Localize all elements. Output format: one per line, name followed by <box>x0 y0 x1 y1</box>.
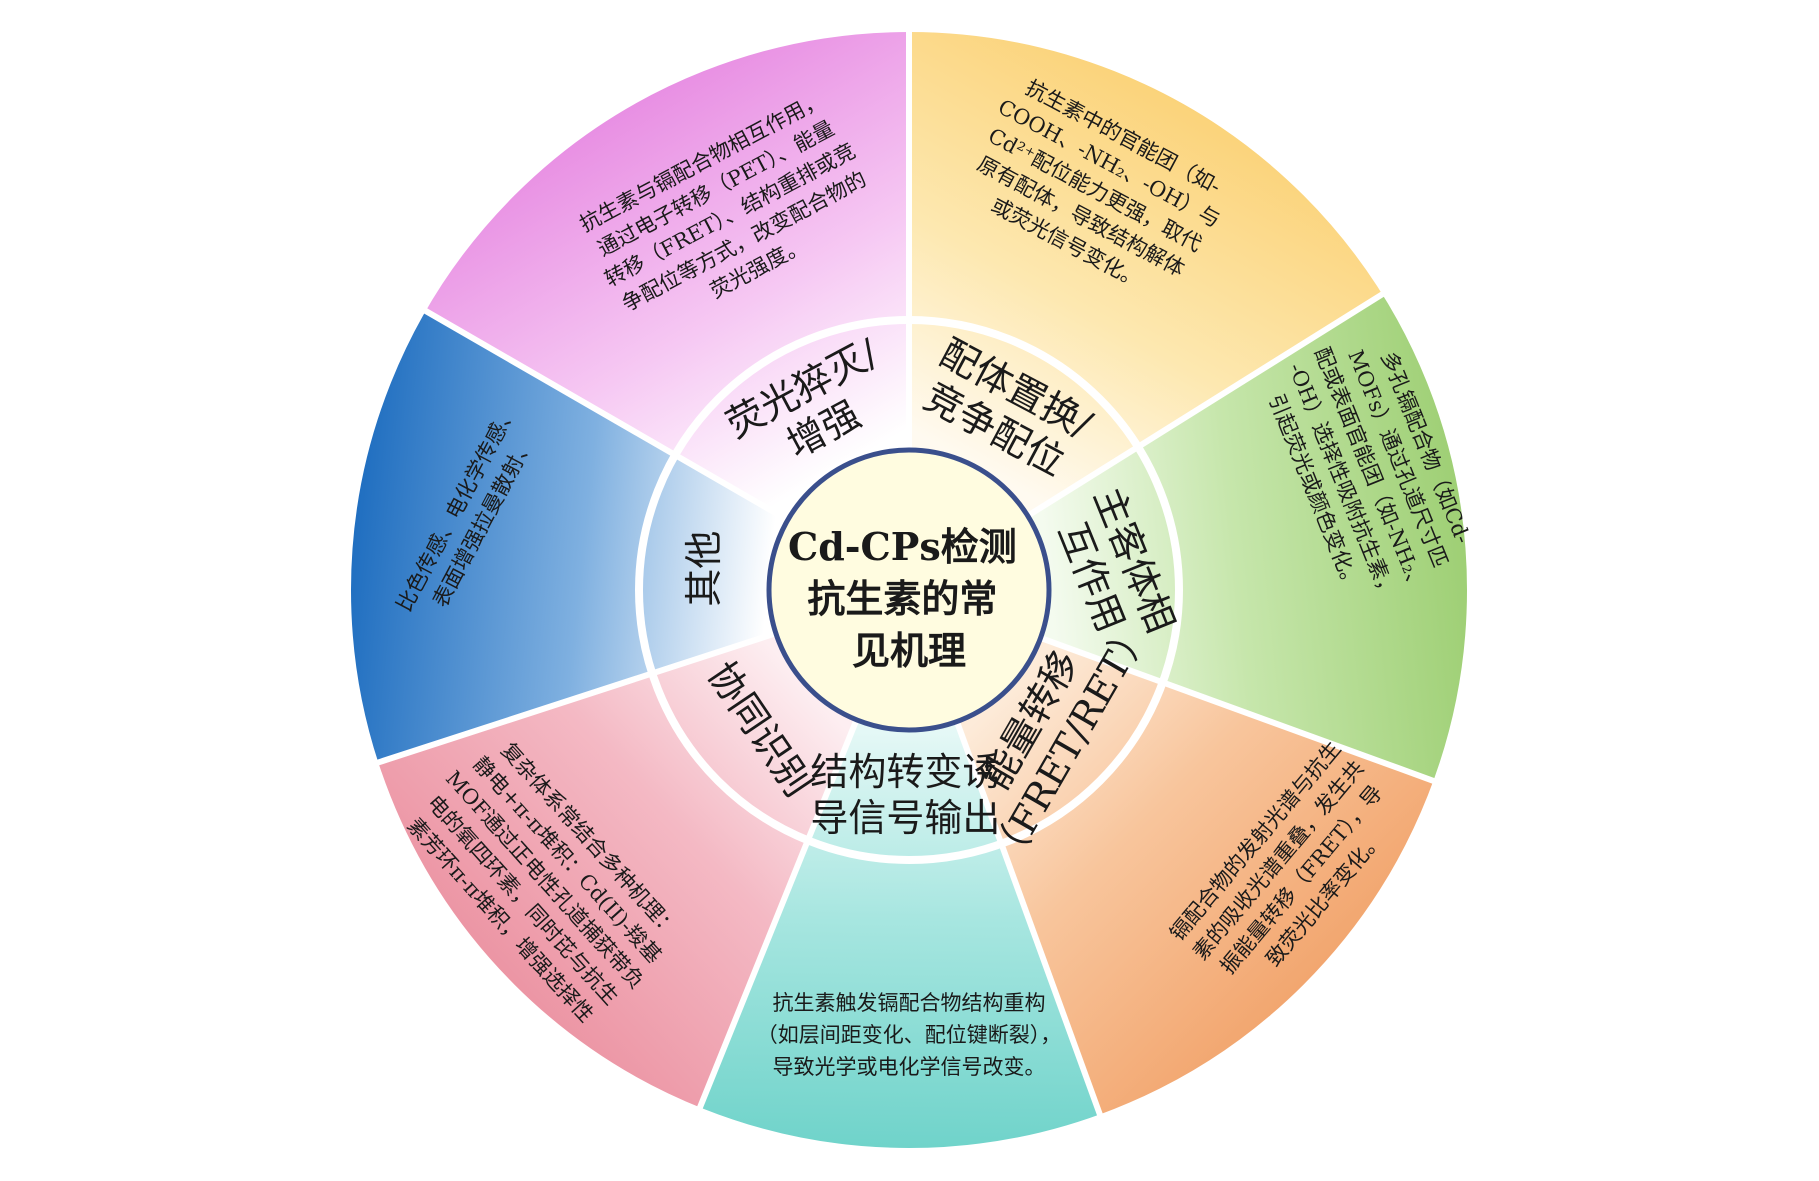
outer-sector-energy <box>1001 682 1436 1117</box>
separator-line <box>375 630 777 766</box>
separator-line <box>954 720 1104 1118</box>
inner-sector-structure <box>807 719 1002 860</box>
mechanism-line: 结构转变诱 <box>810 750 1000 794</box>
outer-sector-other <box>348 310 676 764</box>
center-title: Cd-CPs检测 抗生素的常 见机理 <box>788 524 1030 673</box>
separator-line <box>1026 290 1386 519</box>
center-line-2: 抗生素的常 <box>807 576 997 621</box>
separator-line <box>1039 635 1437 785</box>
description-structure: 抗生素触发镉配合物结构重构 （如层间距变化、配位键断裂）， 导致光学或电化学信号改变… <box>757 991 1062 1079</box>
description-line: （如层间距变化、配位键断裂）， <box>757 1023 1062 1047</box>
separator-line <box>422 307 790 523</box>
description-line: 导致光学或电化学信号改变。 <box>773 1055 1046 1079</box>
center-circle-group: Cd-CPs检测 抗生素的常 见机理 <box>766 447 1052 733</box>
mechanism-label-structure: 结构转变诱导信号输出 <box>810 750 1000 840</box>
inner-sector-hostguest <box>1027 446 1179 683</box>
description-line: 抗生素触发镉配合物结构重构 <box>773 991 1046 1015</box>
ring-separators <box>347 28 1471 1152</box>
inner-ring-border <box>635 316 1183 864</box>
outer-sector-ligand <box>909 30 1384 447</box>
mechanism-line: 导信号输出 <box>810 796 1000 840</box>
outer-sector-synergy <box>376 673 808 1110</box>
outer-ring-border <box>347 28 1471 1152</box>
center-circle <box>766 447 1052 733</box>
separator-line <box>696 718 860 1111</box>
mechanism-label-other: 其他 <box>682 531 726 607</box>
inner-sector-quench <box>675 320 909 520</box>
inner-ring <box>638 320 1179 860</box>
inner-sector-other <box>638 455 788 674</box>
outer-sector-structure <box>699 840 1101 1150</box>
center-line-1: Cd-CPs检测 <box>788 524 1017 569</box>
center-line-3: 见机理 <box>852 628 966 673</box>
outer-sector-hostguest <box>1137 293 1469 782</box>
inner-sector-ligand <box>909 320 1138 516</box>
mechanism-line: 其他 <box>682 531 726 607</box>
